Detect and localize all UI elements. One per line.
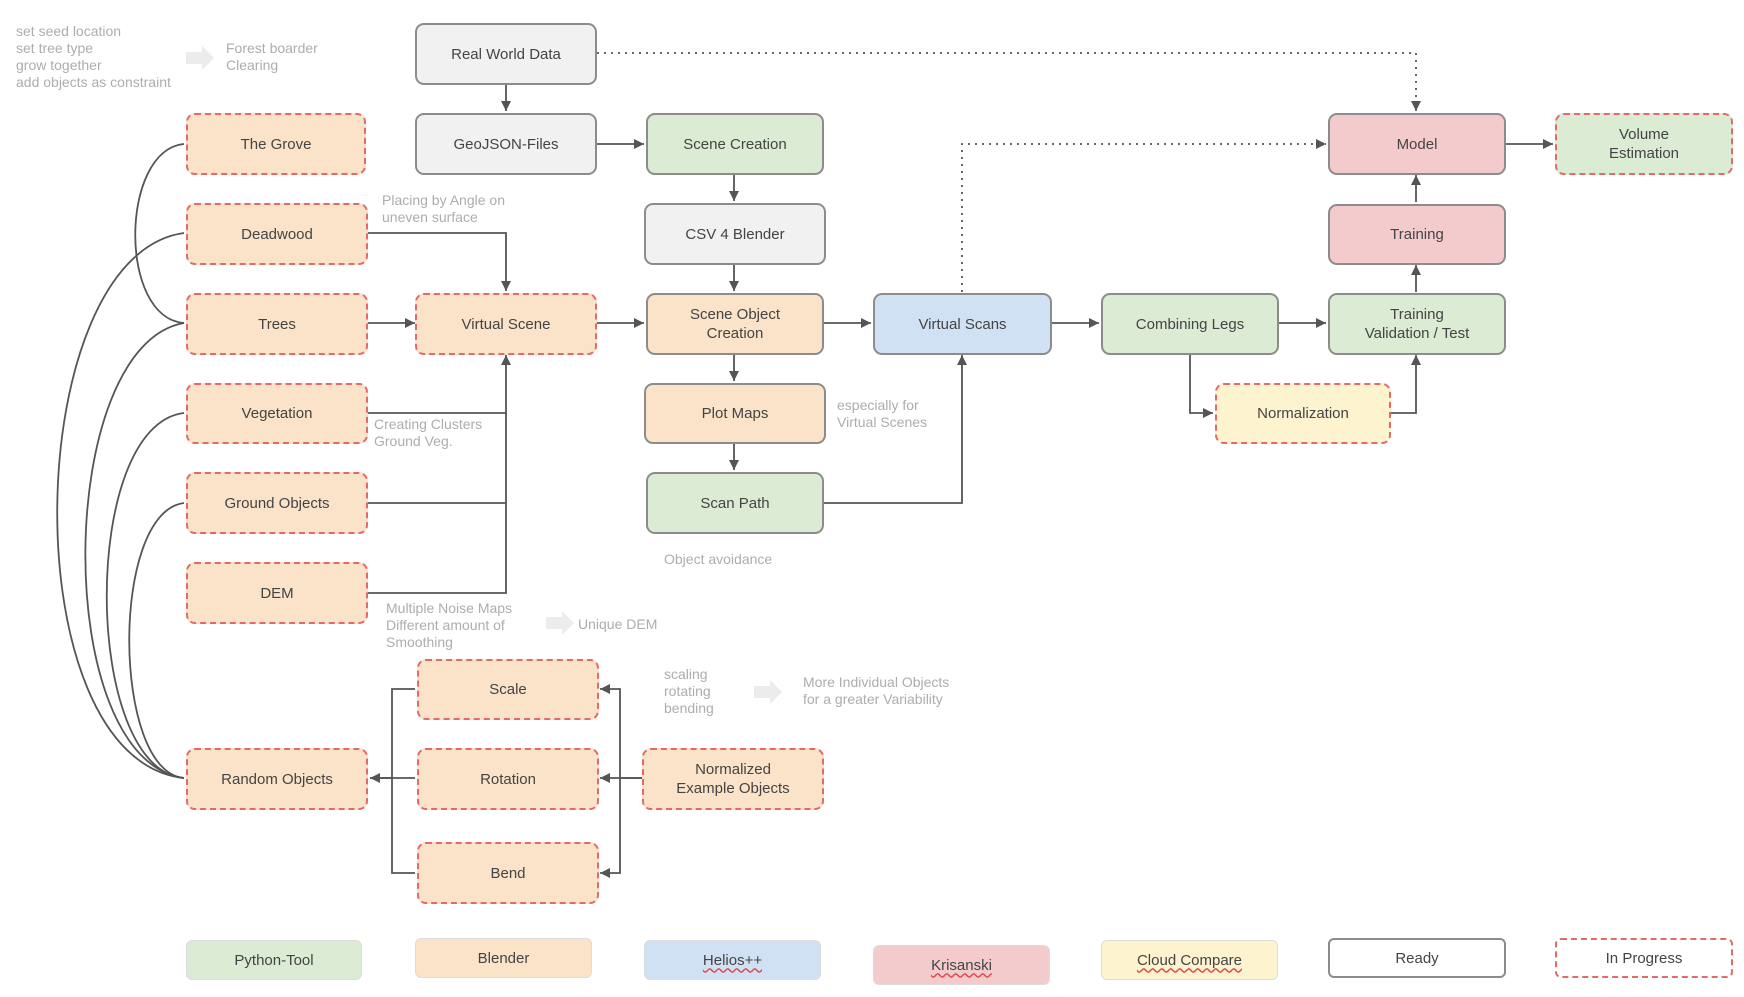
note-especially-virtual: especially for Virtual Scenes [837, 397, 928, 430]
node-scene-object-creation: Scene Object Creation [646, 293, 824, 355]
legend-blender: Blender [415, 938, 592, 978]
edge-realworld-model-dotted [597, 52, 1421, 111]
note-scaling-ops: scaling rotating bending [664, 666, 714, 716]
node-normalized-example-objects: Normalized Example Objects [642, 748, 824, 810]
note-more-objects: More Individual Objects for a greater Va… [803, 674, 950, 707]
edge-deadwood-virtualscene [368, 232, 511, 291]
edge-scanpath-virtualscans [824, 355, 967, 504]
legend-label: Krisanski [931, 956, 992, 974]
node-normalization: Normalization [1215, 383, 1391, 444]
legend-label: Python-Tool [234, 951, 314, 969]
node-ground-objects: Ground Objects [186, 472, 368, 534]
note-forest-border: Forest boarder Clearing [226, 40, 318, 73]
edge-combining-normalization [1189, 355, 1213, 418]
curve-vegetation-randomobjects [105, 412, 185, 779]
node-vegetation: Vegetation [186, 383, 368, 444]
node-the-grove: The Grove [186, 113, 366, 175]
curve-deadwood-randomobjects [56, 232, 185, 779]
curve-trees-randomobjects [84, 322, 185, 779]
note-arrow-grove [186, 46, 214, 70]
legend-helios: Helios++ [644, 940, 821, 980]
note-creating-clusters: Creating Clusters Ground Veg. [374, 416, 483, 449]
node-real-world-data: Real World Data [415, 23, 597, 85]
legend-python-tool: Python-Tool [186, 940, 362, 980]
node-scene-creation: Scene Creation [646, 113, 824, 175]
node-random-objects: Random Objects [186, 748, 368, 810]
note-unique-dem: Unique DEM [578, 616, 658, 632]
note-arrow-dem [546, 611, 574, 635]
legend-ready: Ready [1328, 938, 1506, 978]
note-noise-maps: Multiple Noise Maps Different amount of … [386, 600, 513, 650]
legend-label: Helios++ [702, 951, 763, 969]
legend-label: Ready [1395, 949, 1439, 967]
node-csv-4-blender: CSV 4 Blender [644, 203, 826, 265]
node-scale: Scale [417, 659, 599, 720]
edge-bend-randomobjects [391, 778, 415, 874]
node-deadwood: Deadwood [186, 203, 368, 265]
edge-virtualscans-model-dotted [961, 139, 1326, 292]
node-virtual-scans: Virtual Scans [873, 293, 1052, 355]
curve-grove-trees [134, 143, 185, 324]
legend-label: Cloud Compare [1136, 951, 1243, 969]
legend-label: Blender [477, 949, 530, 967]
node-trees: Trees [186, 293, 368, 355]
legend-in-progress: In Progress [1555, 938, 1733, 978]
edge-dem-virtualscene [368, 413, 507, 594]
node-training-validation-test: Training Validation / Test [1328, 293, 1506, 355]
edge-vegetation-virtualscene [368, 355, 511, 414]
edge-normalized-scale [600, 684, 642, 779]
edge-scale-randomobjects [370, 688, 415, 783]
node-plot-maps: Plot Maps [644, 383, 826, 444]
node-scan-path: Scan Path [646, 472, 824, 534]
node-training: Training [1328, 204, 1506, 265]
edge-normalization-training-val [1391, 355, 1421, 414]
node-bend: Bend [417, 842, 599, 904]
note-arrow-scaling [754, 680, 782, 704]
legend-label: In Progress [1605, 949, 1683, 967]
node-virtual-scene: Virtual Scene [415, 293, 597, 355]
legend-krisanski: Krisanski [873, 945, 1050, 985]
edge-normalized-bend [600, 778, 621, 878]
note-grove-settings: set seed location set tree type grow tog… [16, 23, 171, 90]
node-volume-estimation: Volume Estimation [1555, 113, 1733, 175]
node-dem: DEM [186, 562, 368, 624]
curve-ground-randomobjects [128, 502, 185, 779]
legend-cloud-compare: Cloud Compare [1101, 940, 1278, 980]
node-model: Model [1328, 113, 1506, 175]
note-placing-by-angle: Placing by Angle on uneven surface [382, 192, 505, 225]
node-geojson-files: GeoJSON-Files [415, 113, 597, 175]
node-combining-legs: Combining Legs [1101, 293, 1279, 355]
note-object-avoidance: Object avoidance [664, 551, 773, 567]
node-rotation: Rotation [417, 748, 599, 810]
